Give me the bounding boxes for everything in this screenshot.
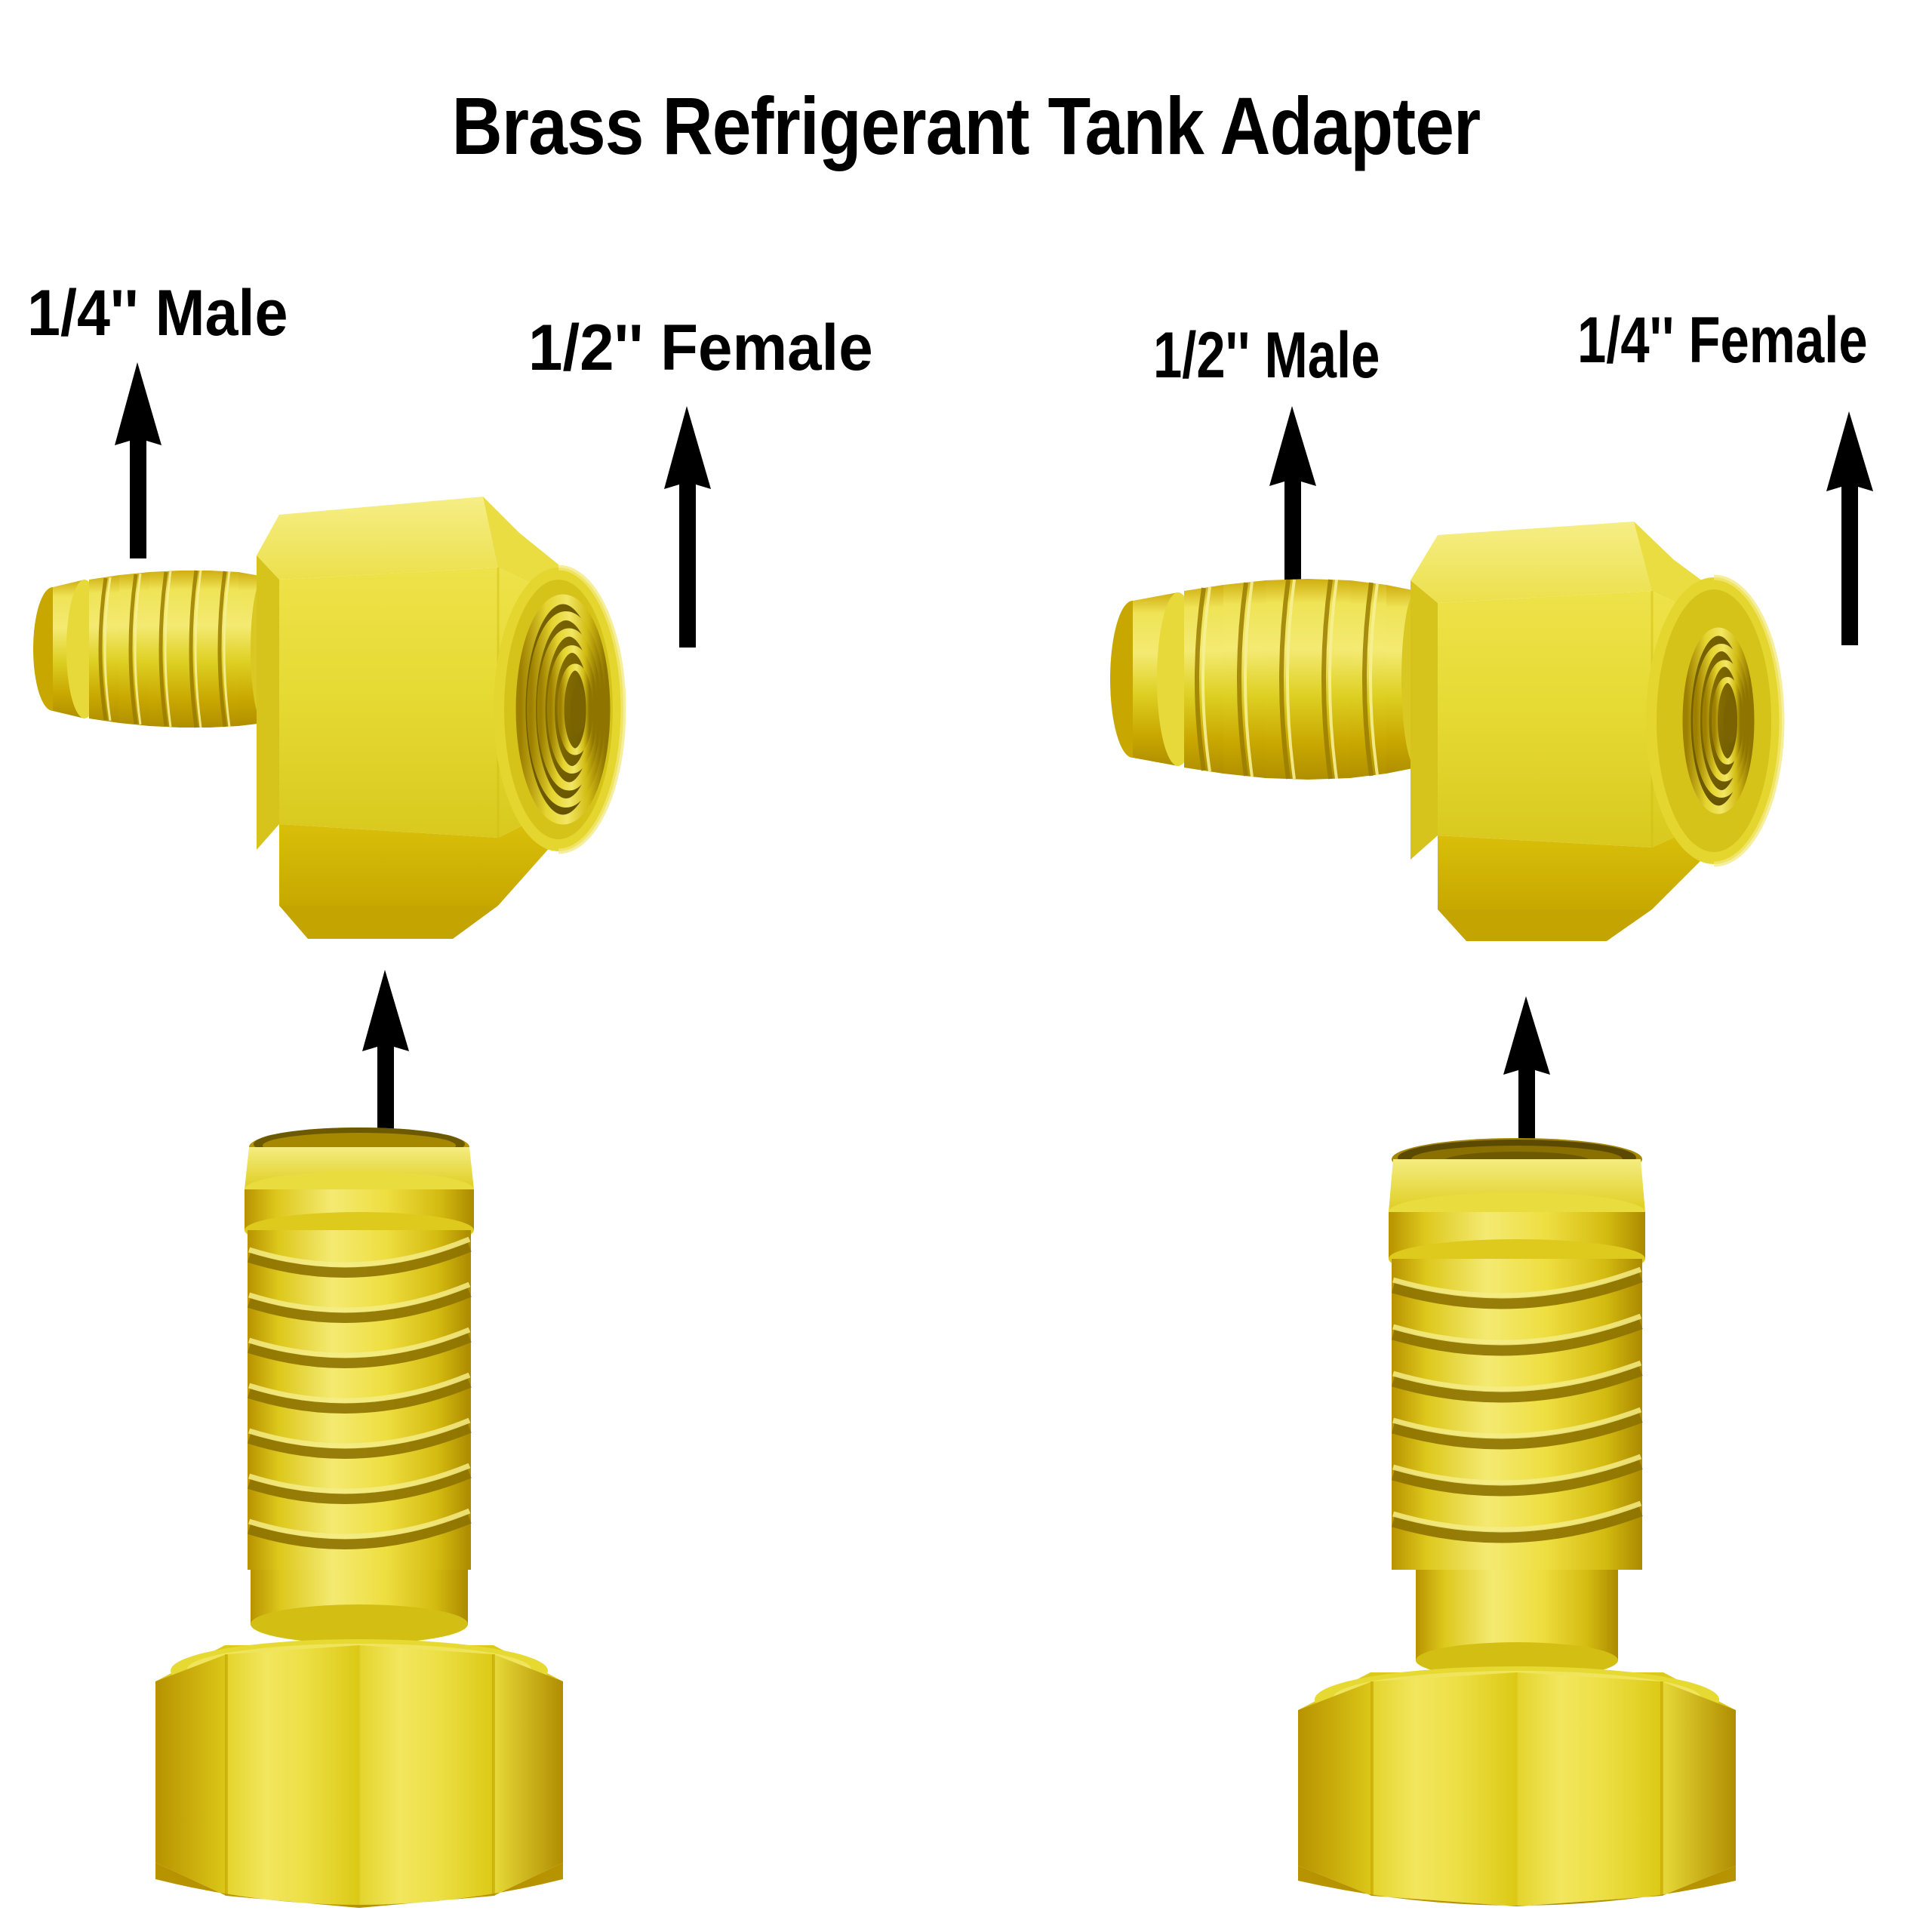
right-assembly-female-bore (1646, 574, 1785, 867)
callout-arrow-lower-right (1503, 996, 1550, 1177)
callout-arrow-quarter-male (115, 362, 162, 558)
callout-label-half-female: 1/2'' Female (528, 312, 873, 384)
left-assembly-hex-body (257, 497, 558, 939)
left-horizontal-adapter (33, 497, 626, 939)
callout-arrow-lower-left (362, 970, 409, 1166)
right-assembly-hex-body (1411, 521, 1714, 941)
right-vertical-thread-shank (1391, 1259, 1643, 1678)
callout-arrow-half-male (1269, 406, 1316, 610)
right-horizontal-adapter (1110, 521, 1785, 941)
right-vertical-adapter (1298, 1138, 1736, 1906)
left-vertical-thread-shank (247, 1230, 472, 1644)
callout-arrow-half-female (664, 406, 711, 648)
left-assembly-female-bore (494, 565, 626, 854)
callout-label-quarter-female: 1/4'' Female (1577, 304, 1868, 377)
callout-label-half-male: 1/2'' Male (1153, 319, 1380, 392)
right-vertical-hex-base (1298, 1666, 1736, 1906)
left-vertical-adapter (155, 1128, 563, 1908)
left-vertical-hex-base (155, 1639, 563, 1908)
callout-label-quarter-male: 1/4'' Male (27, 277, 288, 349)
callout-arrow-quarter-female (1826, 411, 1873, 645)
right-vertical-male-flare (1389, 1138, 1645, 1278)
left-assembly-male-flare (33, 570, 278, 728)
page-title: Brass Refrigerant Tank Adapter (451, 80, 1481, 171)
right-assembly-male-flare (1110, 579, 1432, 780)
